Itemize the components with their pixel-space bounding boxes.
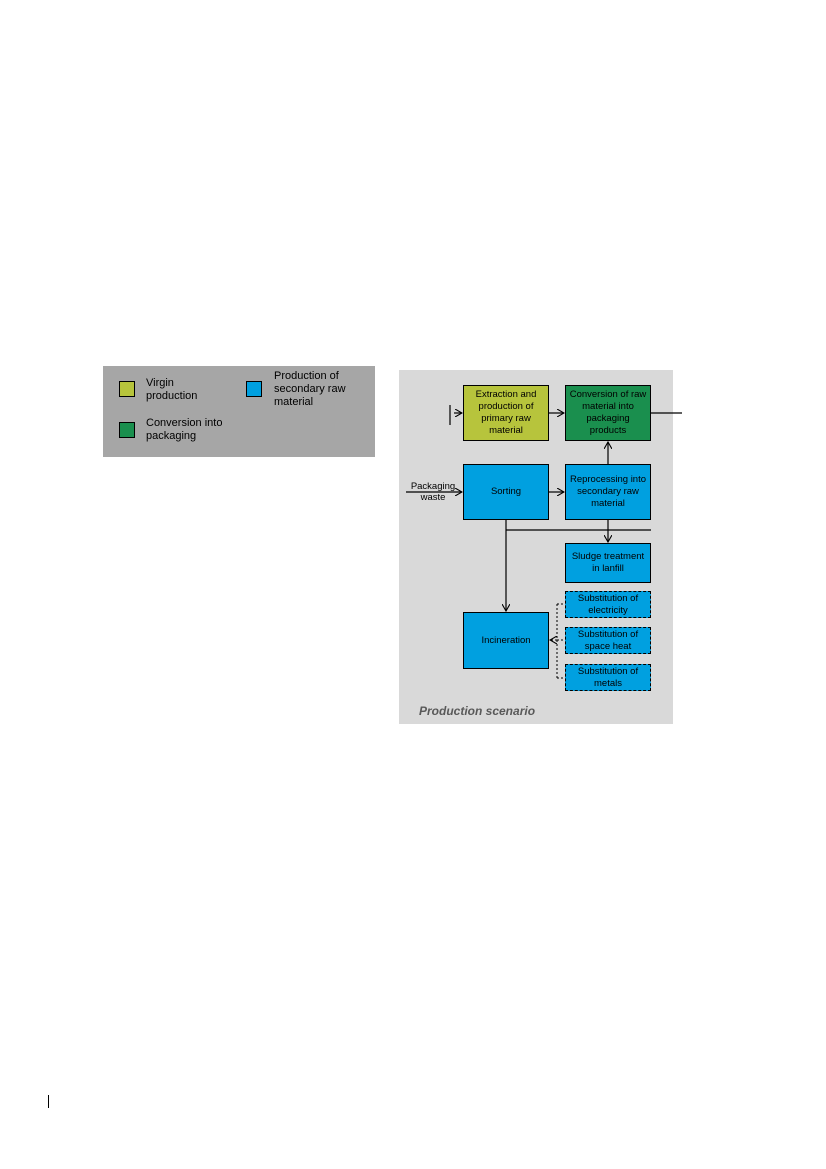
legend-swatch-conversion <box>119 422 135 438</box>
node-extraction: Extraction and production of primary raw… <box>463 385 549 441</box>
node-sub-heat: Substitution of space heat <box>565 627 651 654</box>
input-label-packaging-waste: Packaging waste <box>410 481 456 503</box>
diagram-caption: Production scenario <box>419 704 536 718</box>
legend-swatch-secondary <box>246 381 262 397</box>
node-conversion: Conversion of raw material into packagin… <box>565 385 651 441</box>
legend-label-conversion: Conversion into packaging <box>146 417 223 442</box>
legend-label-virgin: Virgin production <box>146 377 198 402</box>
node-sludge: Sludge treatment in lanfill <box>565 543 651 583</box>
legend-label-secondary: Production of secondary raw material <box>274 370 346 408</box>
node-incineration: Incineration <box>463 612 549 669</box>
page-margin-mark <box>48 1095 49 1108</box>
legend: Virgin production Conversion into packag… <box>103 366 375 457</box>
node-sub-electricity: Substitution of electricity <box>565 591 651 618</box>
node-reprocessing: Reprocessing into secondary raw material <box>565 464 651 520</box>
node-sorting: Sorting <box>463 464 549 520</box>
node-sub-metals: Substitution of metals <box>565 664 651 691</box>
legend-swatch-virgin <box>119 381 135 397</box>
